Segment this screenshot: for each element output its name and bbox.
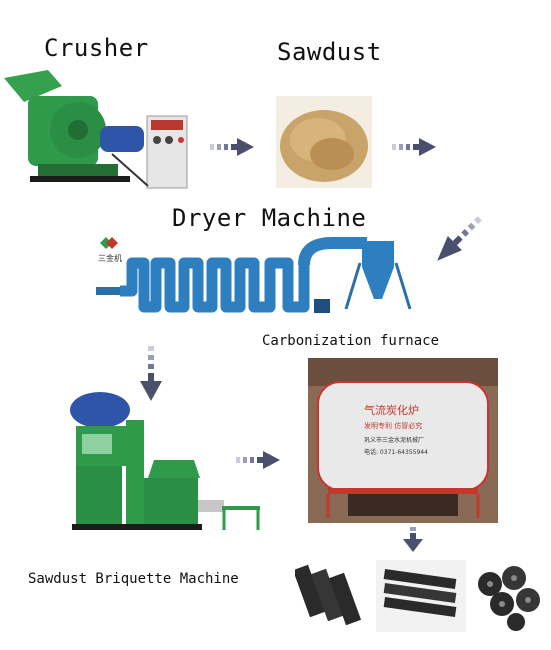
furnace-sign-phone: 电话: 0371-64355944 xyxy=(364,448,428,456)
charcoal-hex-image xyxy=(470,560,550,632)
briquette-machine-image xyxy=(62,390,262,540)
carbonization-label: Carbonization furnace xyxy=(262,333,440,349)
furnace-sign-patent: 发明专利 仿冒必究 xyxy=(364,421,422,430)
dryer-label: Dryer Machine xyxy=(172,204,367,232)
briquette-label: Sawdust Briquette Machine xyxy=(28,571,239,587)
crusher-image xyxy=(0,68,200,193)
charcoal-square-image xyxy=(295,560,367,632)
arrow-crusher-to-sawdust xyxy=(210,137,255,157)
arrow-diagonal-to-dryer xyxy=(425,210,490,272)
furnace-image: 气流炭化炉 发明专利 仿冒必究 巩义市三金水泥机械厂 电话: 0371-6435… xyxy=(308,358,498,523)
arrow-furnace-to-charcoal xyxy=(403,527,423,553)
arrow-dryer-to-briquette xyxy=(140,346,162,402)
charcoal-stick-image xyxy=(376,560,466,632)
sawdust-label: Sawdust xyxy=(277,38,382,66)
arrow-sawdust-to-dryer xyxy=(392,137,437,157)
sawdust-image xyxy=(276,96,372,188)
dryer-image: 三金机 xyxy=(92,235,422,335)
furnace-sign-company: 巩义市三金水泥机械厂 xyxy=(364,436,424,444)
crusher-label: Crusher xyxy=(44,34,149,62)
arrow-briquette-to-furnace xyxy=(236,450,281,470)
furnace-sign-title: 气流炭化炉 xyxy=(364,403,419,417)
dryer-logo-text: 三金机 xyxy=(98,253,122,263)
